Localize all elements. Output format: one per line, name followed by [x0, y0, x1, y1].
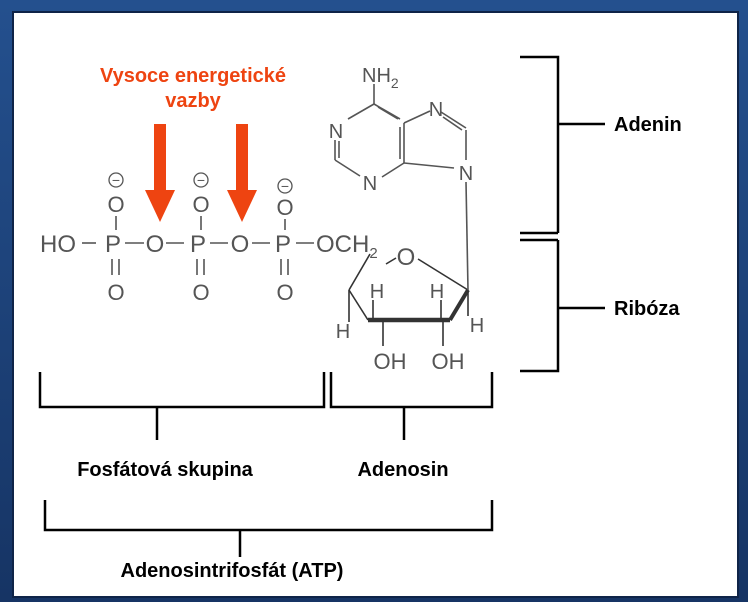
amino-group: NH2: [362, 65, 399, 91]
label-phosphate-group: Fosfátová skupina: [77, 459, 253, 481]
ribose-ring-oxygen: O: [397, 244, 416, 271]
bridge-oxygen-1: O: [146, 231, 165, 258]
phosphate-3-charge: −: [281, 178, 289, 194]
right-bracket: [520, 55, 605, 373]
ribose-h-c3: H: [370, 281, 384, 303]
bottom-brackets: [38, 372, 494, 557]
phosphate-2: − O P O: [190, 172, 210, 305]
adenine-n9: N: [459, 163, 473, 185]
label-atp: Adenosintrifosfát (ATP): [121, 560, 344, 582]
diagram-canvas: [14, 13, 737, 596]
phosphate-2-o-bottom: O: [192, 280, 209, 305]
high-energy-title-line1: Vysoce energetické: [100, 65, 286, 87]
adenine-ring: [334, 84, 469, 291]
och2-group: OCH2: [316, 231, 378, 262]
ribose-oh-2: OH: [432, 349, 465, 374]
label-adenosine: Adenosin: [357, 459, 448, 481]
phosphate-1: − O P O: [105, 172, 125, 305]
ribose-h-c4: H: [336, 321, 350, 343]
phosphate-3-o-bottom: O: [276, 280, 293, 305]
ribose-oh-3: OH: [374, 349, 407, 374]
phosphate-1-p: P: [105, 231, 121, 258]
phosphate-1-o-top: O: [107, 192, 124, 217]
high-energy-title-line2: vazby: [165, 90, 221, 112]
hydroxyl-group: HO: [40, 231, 76, 258]
phosphate-3-o-top: O: [276, 195, 293, 220]
high-energy-bond-arrow-2: [227, 124, 257, 222]
phosphate-2-p: P: [190, 231, 206, 258]
label-riboza: Ribóza: [614, 298, 680, 320]
ribose-h-c1: H: [470, 315, 484, 337]
phosphate-2-charge: −: [197, 172, 205, 188]
high-energy-bond-arrow-1: [145, 124, 175, 222]
phosphate-1-o-bottom: O: [107, 280, 124, 305]
adenine-n7: N: [429, 99, 443, 121]
ribose-h-c2: H: [430, 281, 444, 303]
label-adenin: Adenin: [614, 114, 682, 136]
phosphate-3-p: P: [275, 231, 291, 258]
adenine-n1: N: [329, 121, 343, 143]
phosphate-3: − O P O: [275, 178, 294, 305]
adenine-n3: N: [363, 173, 377, 195]
phosphate-2-o-top: O: [192, 192, 209, 217]
phosphate-1-charge: −: [112, 172, 120, 188]
ribose-ring: [348, 253, 470, 346]
bridge-oxygen-2: O: [231, 231, 250, 258]
